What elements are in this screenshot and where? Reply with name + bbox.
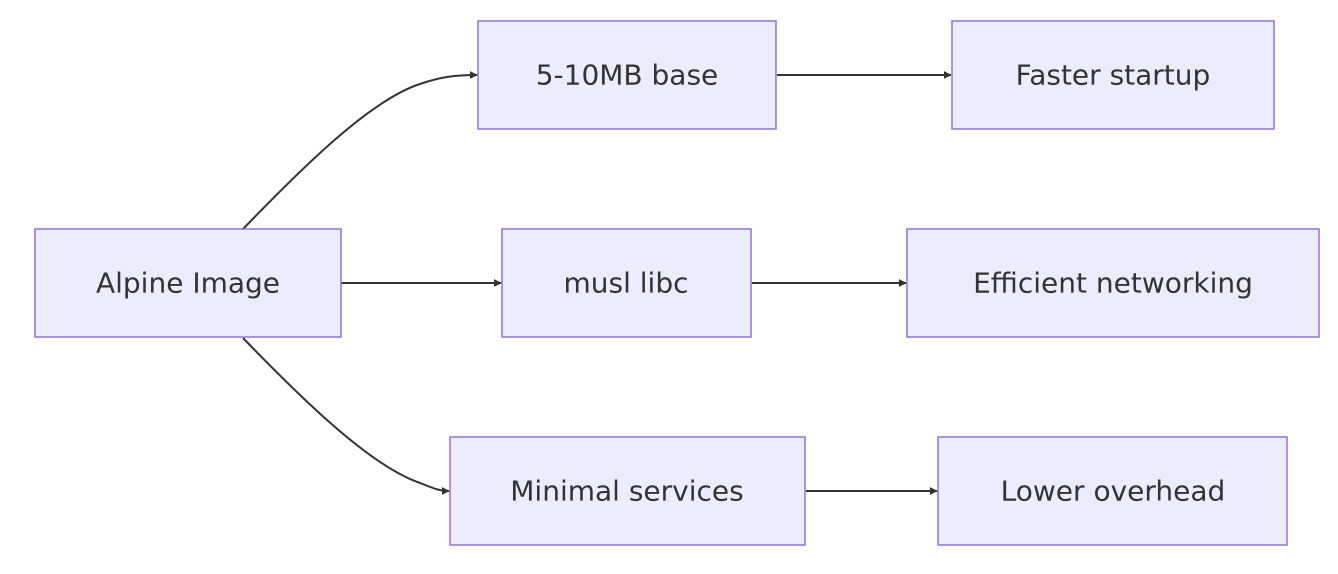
node-musl-libc: musl libc [501,228,752,338]
node-faster-startup-label: Faster startup [1016,59,1211,92]
node-alpine-image-label: Alpine Image [96,267,280,300]
node-faster-startup: Faster startup [951,20,1275,130]
node-base-size: 5-10MB base [477,20,777,130]
node-lower-overhead-label: Lower overhead [1001,475,1226,508]
edge-alpine-to-base [242,71,478,230]
node-lower-overhead: Lower overhead [937,436,1288,546]
node-base-size-label: 5-10MB base [536,59,719,92]
node-minimal-services: Minimal services [449,436,806,546]
node-alpine-image: Alpine Image [34,228,342,338]
node-minimal-services-label: Minimal services [510,475,743,508]
node-efficient-networking-label: Efficient networking [973,267,1253,300]
edge-alpine-to-minimal [242,337,450,495]
node-efficient-networking: Efficient networking [906,228,1320,338]
node-musl-libc-label: musl libc [563,267,688,300]
